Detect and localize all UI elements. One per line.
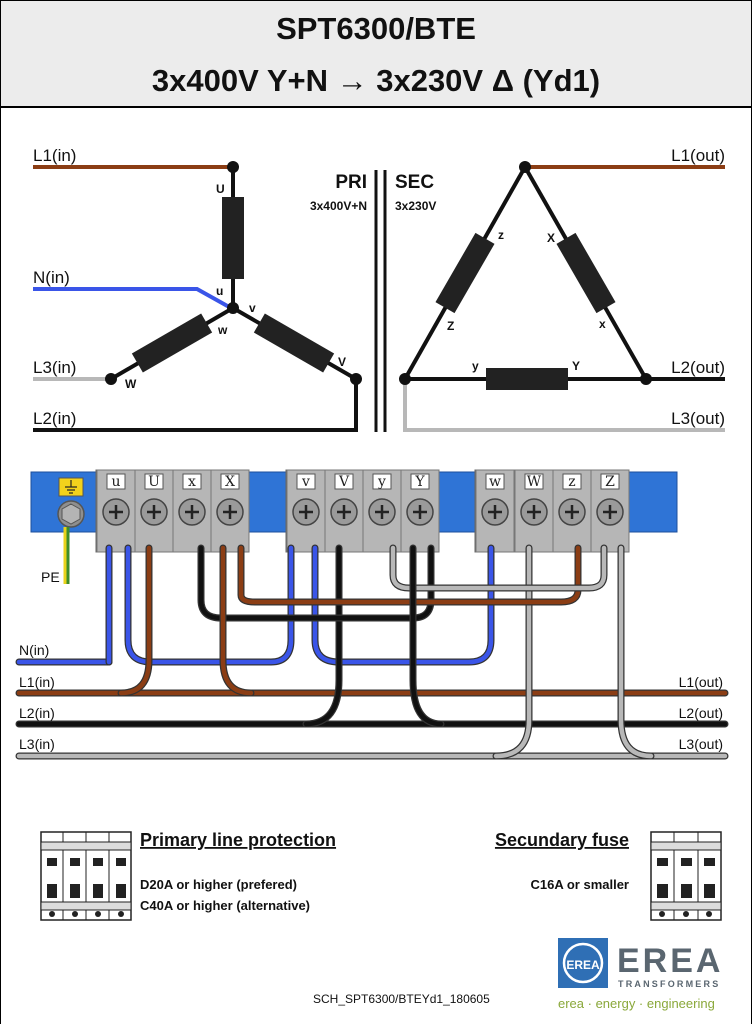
- document-code: SCH_SPT6300/BTEYd1_180605: [313, 992, 490, 1006]
- terminal-label: w: [489, 474, 501, 490]
- terminal-label: u: [111, 474, 120, 490]
- l3-feed-W: [493, 545, 532, 759]
- terminal-label: V: [338, 474, 350, 490]
- end-u: u: [216, 284, 223, 298]
- bus-label-l1-out: L1(out): [679, 674, 723, 690]
- primary-protection-title: Primary line protection: [140, 830, 336, 850]
- winding-Y: [486, 368, 568, 390]
- terminal-u: u: [96, 469, 136, 553]
- end-v: v: [249, 301, 256, 315]
- end-y: y: [472, 359, 479, 373]
- bus-label-l3-out: L3(out): [679, 736, 723, 752]
- brand-name: EREA: [617, 942, 723, 980]
- bus-label-l1-in: L1(in): [19, 674, 55, 690]
- secondary-breaker-icon: [650, 831, 722, 921]
- svg-text:EREA: EREA: [566, 958, 600, 972]
- jumper-y-Z: [390, 545, 607, 591]
- l3-out-Z: [618, 545, 654, 759]
- n-in-line: [33, 287, 232, 310]
- label-n-in: N(in): [33, 268, 70, 287]
- label-l2-out: L2(out): [671, 358, 725, 377]
- terminal-W: W: [514, 469, 554, 553]
- winding-W: [131, 313, 213, 373]
- terminal-label: Z: [605, 474, 615, 490]
- jumper-X-z: [238, 545, 581, 605]
- terminal-w: w: [475, 469, 515, 553]
- l1-out-X: [220, 545, 254, 696]
- end-U: U: [216, 182, 225, 196]
- pri-voltage: 3x400V+N: [310, 199, 367, 213]
- primary-protection-line2: C40A or higher (alternative): [140, 898, 310, 913]
- end-Y: Y: [572, 359, 580, 373]
- bus-label-l2-in: L2(in): [19, 705, 55, 721]
- end-X: X: [547, 231, 555, 245]
- secondary-fuse-line1: C16A or smaller: [530, 877, 629, 892]
- terminal-label: v: [301, 474, 310, 490]
- terminal-Z: Z: [590, 469, 630, 553]
- l2-feed-V: [303, 545, 342, 727]
- terminal-U: U: [134, 469, 174, 553]
- page-subtitle: 3x400V Y+N → 3x230V Δ (Yd1): [151, 63, 601, 98]
- terminal-label: Y: [414, 474, 425, 490]
- sec-voltage: 3x230V: [395, 199, 436, 213]
- secondary-delta-schematic: L1(out) L2(out) L3(out) z X Z x y Y SEC …: [395, 146, 725, 432]
- primary-breaker-icon: [40, 831, 132, 921]
- winding-Z: [435, 232, 495, 314]
- sec-label: SEC: [395, 172, 434, 193]
- label-l1-out: L1(out): [671, 146, 725, 165]
- wiring-diagram: L1(in) N(in) L3(in) L2(in) U u v w W V P…: [15, 146, 729, 1011]
- end-z: z: [498, 228, 504, 242]
- terminal-label: x: [188, 474, 196, 490]
- label-l3-out: L3(out): [671, 409, 725, 428]
- label-l3-in: L3(in): [33, 358, 76, 377]
- terminal-X: X: [210, 469, 250, 553]
- erea-logo-icon: EREA: [558, 938, 608, 988]
- winding-X: [556, 232, 616, 314]
- label-l2-in: L2(in): [33, 409, 76, 428]
- brand-tagline: erea · energy · engineering: [558, 996, 715, 1011]
- terminal-V: V: [324, 469, 364, 553]
- terminal-x: x: [172, 469, 212, 553]
- terminal-z: z: [552, 469, 592, 553]
- primary-protection-line1: D20A or higher (prefered): [140, 877, 297, 892]
- end-w: w: [217, 323, 228, 337]
- end-V: V: [338, 355, 346, 369]
- terminal-label: y: [377, 474, 386, 490]
- brand-subtitle: TRANSFORMERS: [618, 979, 720, 989]
- terminal-label: X: [225, 474, 235, 490]
- page-title: SPT6300/BTE: [276, 11, 476, 46]
- earth-icon: [65, 480, 77, 494]
- l3-out-line: [403, 379, 725, 432]
- l1-feed-U: [118, 545, 152, 696]
- terminal-v: v: [286, 469, 326, 553]
- bus-label-l3-in: L3(in): [19, 736, 55, 752]
- title-bar: SPT6300/BTE 3x400V Y+N → 3x230V Δ (Yd1): [0, 0, 752, 108]
- end-W: W: [125, 377, 137, 391]
- terminal-y: y: [362, 469, 402, 553]
- label-l1-in: L1(in): [33, 146, 76, 165]
- l2-in-line: [33, 379, 358, 432]
- secondary-fuse-title: Secundary fuse: [495, 830, 629, 850]
- n-feed-v-w: [312, 545, 494, 665]
- terminal-label: W: [527, 474, 542, 490]
- end-x: x: [599, 317, 606, 331]
- terminal-label: z: [568, 474, 575, 490]
- n-feed-v-u: [125, 545, 294, 665]
- wire-routing: [15, 544, 729, 760]
- pe-label: PE: [41, 569, 60, 585]
- diagram-frame: L1(in) N(in) L3(in) L2(in) U u v w W V P…: [0, 106, 752, 1024]
- winding-U: [222, 197, 244, 279]
- terminal-label: U: [148, 474, 160, 490]
- bus-label-l2-out: L2(out): [679, 705, 723, 721]
- l2-out-Y: [410, 545, 444, 727]
- pri-label: PRI: [335, 172, 367, 193]
- bus-label-n-in: N(in): [19, 642, 49, 658]
- primary-star-schematic: L1(in) N(in) L3(in) L2(in) U u v w W V P…: [33, 146, 367, 432]
- winding-V: [253, 313, 335, 373]
- terminal-Y: Y: [400, 469, 440, 553]
- jumper-x-Y: [198, 545, 434, 621]
- end-Z: Z: [447, 319, 454, 333]
